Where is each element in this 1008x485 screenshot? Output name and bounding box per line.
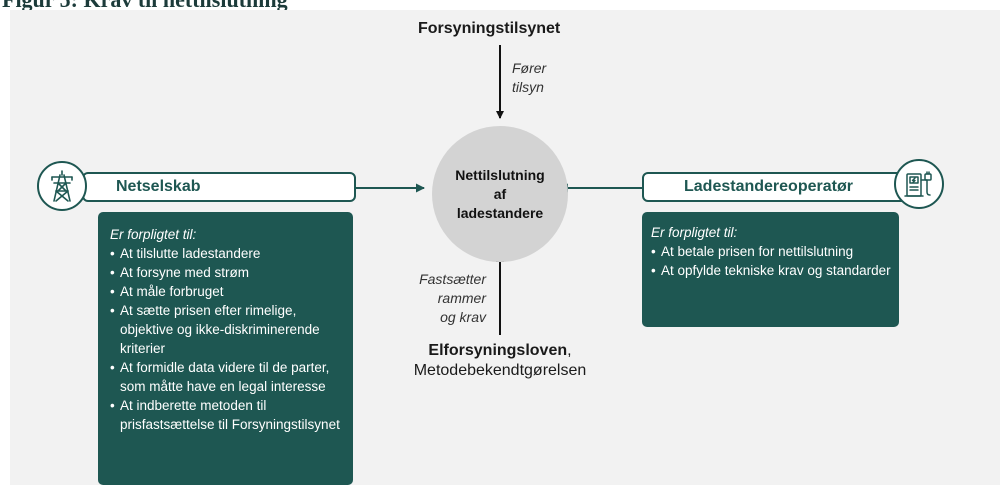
- list-item: At tilslutte ladestandere: [110, 244, 345, 263]
- center-label-line: af: [493, 185, 507, 202]
- center-label-line: Nettilslutning: [455, 166, 545, 183]
- netselskab-obligations-box: Er forpligtet til: At tilslutte ladestan…: [98, 212, 353, 485]
- regulation-name: Metodebekendtgørelsen: [413, 362, 587, 379]
- list-item: At sætte prisen efter rimelige, objektiv…: [110, 301, 345, 358]
- netselskab-intro: Er forpligtet til:: [110, 227, 197, 242]
- operator-intro: Er forpligtet til:: [651, 225, 738, 240]
- supervise-verb-line: tilsyn: [512, 79, 544, 95]
- list-item: At indberette metoden til prisfastsættel…: [110, 396, 345, 434]
- operator-obligations-list: At betale prisen for nettilslutning At o…: [651, 242, 891, 280]
- framework-verb: Fastsætter rammer og krav: [360, 270, 486, 327]
- law-name: Elforsyningsloven: [428, 342, 568, 359]
- framework-verb-line: Fastsætter: [419, 271, 486, 287]
- framework-verb-line: rammer: [437, 290, 486, 306]
- netselskab-obligations-list: At tilslutte ladestandere At forsyne med…: [110, 244, 345, 434]
- operator-header: Ladestandereoperatør: [642, 172, 916, 202]
- framework-verb-line: og krav: [440, 309, 486, 325]
- operator-title: Ladestandereoperatør: [684, 178, 853, 195]
- list-item: At betale prisen for nettilslutning: [651, 242, 891, 261]
- figure-title: Figur 5: Krav til nettilslutning: [2, 0, 288, 13]
- list-item: At formidle data videre til de parter, s…: [110, 358, 345, 396]
- netselskab-title: Netselskab: [116, 178, 201, 195]
- center-circle: Nettilslutning af ladestandere: [432, 126, 568, 262]
- list-item: At forsyne med strøm: [110, 263, 345, 282]
- legislation-label: Elforsyningsloven, Metodebekendtgørelsen: [390, 341, 610, 381]
- list-item: At måle forbruget: [110, 282, 345, 301]
- netselskab-header: Netselskab: [82, 172, 356, 202]
- power-pylon-icon: [37, 161, 87, 211]
- supervise-verb-line: Fører: [512, 60, 547, 76]
- operator-obligations-box: Er forpligtet til: At betale prisen for …: [642, 212, 899, 327]
- charging-station-icon: [894, 159, 944, 209]
- supervisor-label: Forsyningstilsynet: [418, 20, 561, 37]
- center-label-line: ladestandere: [456, 204, 544, 221]
- list-item: At opfylde tekniske krav og standarder: [651, 261, 891, 280]
- law-separator: ,: [567, 342, 572, 359]
- supervise-verb: Fører tilsyn: [512, 59, 546, 97]
